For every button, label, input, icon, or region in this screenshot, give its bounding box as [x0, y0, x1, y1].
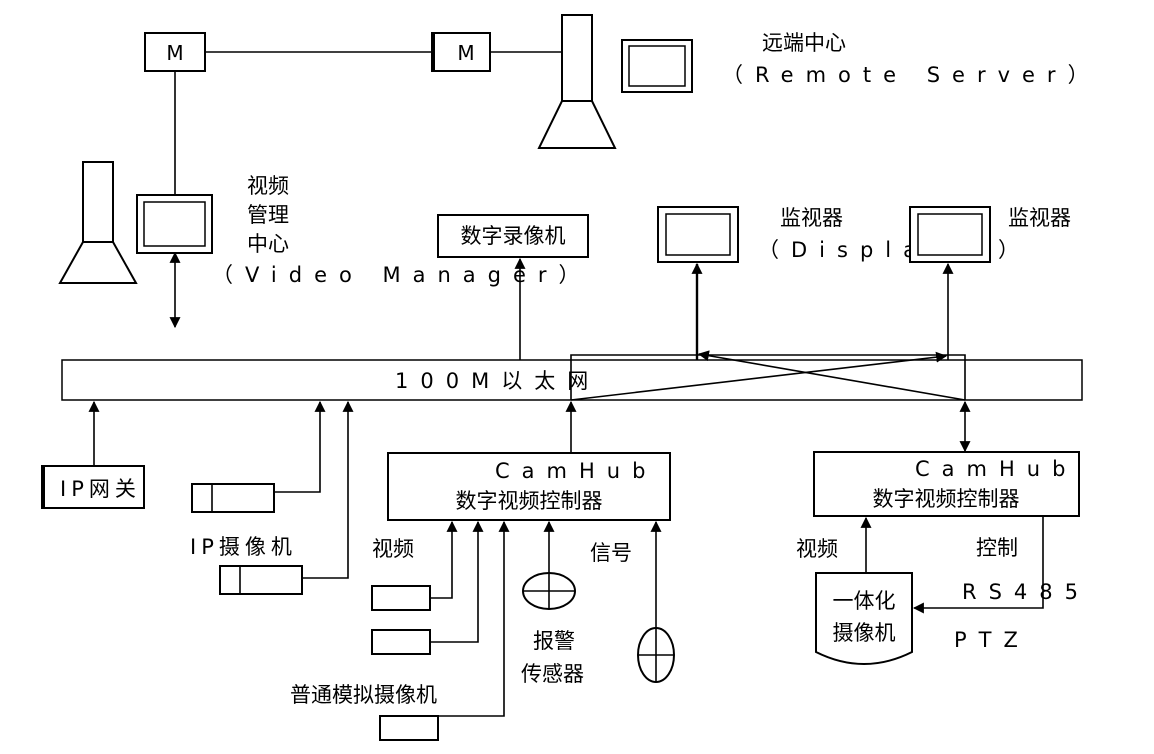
ptz-control-line [912, 516, 1044, 614]
alarm-label-1: 报警 [533, 629, 575, 653]
alarm-label-2: 传感器 [521, 662, 584, 686]
vm-label-2: 管理 [247, 203, 289, 227]
dvr-box [437, 214, 589, 258]
ip-camera-1-arrow [274, 400, 326, 493]
integrated-camera [815, 572, 913, 665]
camhub-2-box [813, 451, 1080, 517]
ip-camera-2-arrow [302, 400, 354, 579]
ip-gateway-label: IP网关 [60, 477, 141, 501]
ip-camera-1 [191, 483, 275, 513]
vm-label-3: 中心 [247, 232, 289, 256]
monitor-1-label: 监视器 [780, 206, 843, 230]
remote-server-base [537, 100, 617, 149]
ethernet-label: 100M以太网 [395, 369, 600, 393]
modem-left-label: M [166, 41, 183, 65]
ptz-label: PTZ [954, 628, 1030, 652]
video-manager-label: （Video Manager） [212, 263, 592, 287]
integrated-label-1: 一体化 [833, 589, 896, 613]
analog-camera-2 [371, 629, 431, 655]
analog-camera-3 [379, 715, 439, 741]
vm-base [58, 241, 138, 284]
ip-camera-label: IP摄像机 [190, 535, 297, 559]
camhub-1-title: CamHub [495, 459, 657, 483]
remote-server-label: （Remote Server） [722, 63, 1101, 87]
camhub-2-title: CamHub [915, 457, 1077, 481]
signal-label: 信号 [590, 541, 632, 565]
rs485-label: RS485 [962, 580, 1090, 604]
camhub-1-subtitle: 数字视频控制器 [456, 489, 603, 513]
analog-camera-label: 普通模拟摄像机 [290, 683, 437, 707]
vm-label-1: 视频 [247, 174, 289, 198]
ethernet-bus [61, 359, 1083, 401]
integrated-label-2: 摄像机 [833, 621, 896, 645]
vm-tower [82, 161, 114, 243]
remote-server-tower [561, 14, 593, 102]
cross-line-1 [570, 351, 948, 401]
video-label-1: 视频 [372, 537, 414, 561]
ip-gateway-box [41, 465, 145, 509]
dvr-label: 数字录像机 [461, 224, 566, 248]
cross-line-2 [697, 350, 966, 401]
monitor-2-label: 监视器 [1008, 206, 1071, 230]
modem-right-label: M [457, 41, 474, 65]
camhub-1-box [387, 452, 671, 521]
analog-camera-1 [371, 585, 431, 611]
video-label-2: 视频 [796, 537, 838, 561]
ip-camera-2 [219, 565, 303, 595]
camhub-2-subtitle: 数字视频控制器 [873, 487, 1020, 511]
remote-center-label: 远端中心 [762, 31, 846, 55]
control-label: 控制 [976, 536, 1018, 560]
